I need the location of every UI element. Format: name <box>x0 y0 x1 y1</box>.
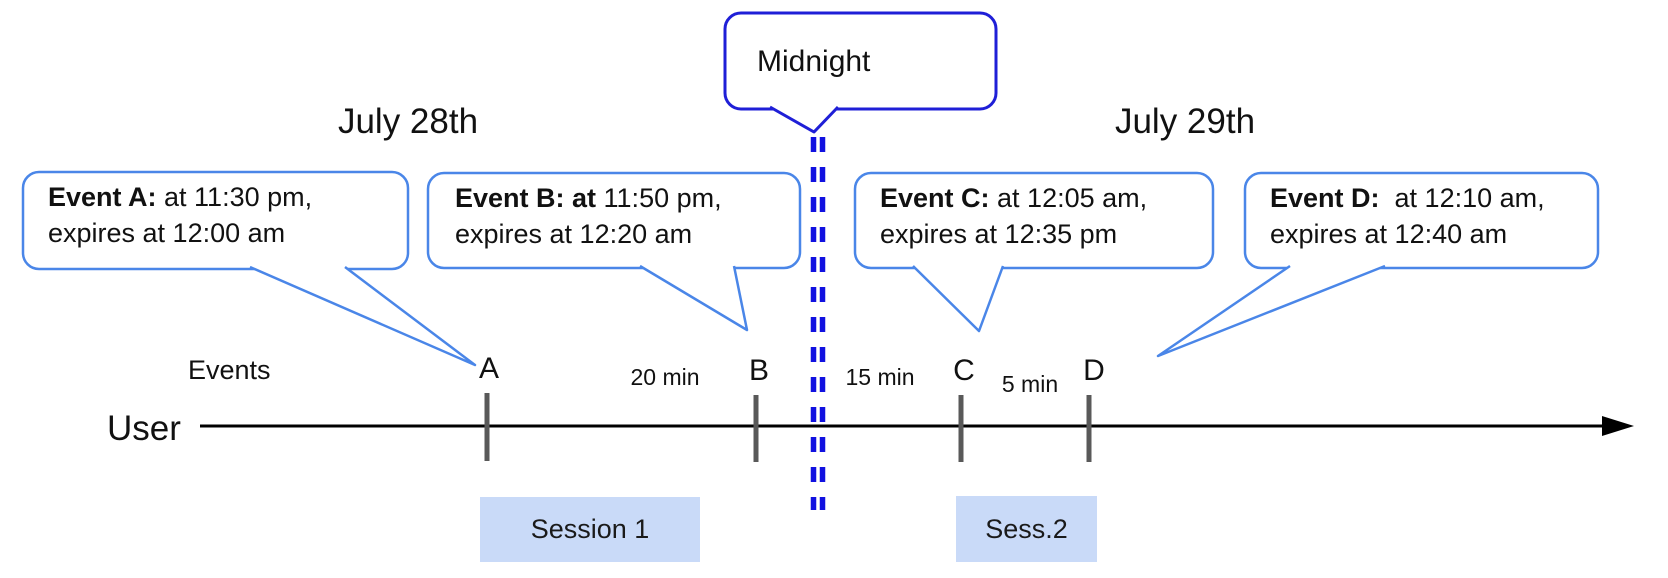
user-timeline-axis <box>200 416 1634 436</box>
event-c-time: at 12:05 am, <box>989 183 1148 213</box>
midnight-divider-dashed-lines <box>810 137 826 510</box>
event-d-callout-bubble <box>1156 171 1600 358</box>
event-d-time: at 12:10 am, <box>1379 183 1545 213</box>
event-d-bubble-box <box>1243 171 1600 270</box>
event-d-line-2: expires at 12:40 am <box>1270 219 1508 249</box>
event-a-time: at 11:30 pm, <box>156 182 313 212</box>
event-a-line-1: Event A: at 11:30 pm, <box>48 179 312 215</box>
tick-label-a: A <box>478 352 500 385</box>
event-b-line-2: expires at 12:20 am <box>455 219 693 249</box>
event-b-line-1: Event B: at 11:50 pm, <box>455 180 722 216</box>
event-c-bubble-tail <box>912 265 1005 333</box>
tick-label-c: C <box>953 354 975 387</box>
interval-label-a-b: 20 min <box>630 364 700 390</box>
events-axis-label: Events <box>188 355 271 385</box>
interval-label-c-d: 5 min <box>1001 371 1059 397</box>
event-a-bubble-tail <box>249 265 477 367</box>
tick-label-d: D <box>1083 354 1105 387</box>
midnight-bubble-label: Midnight <box>757 45 871 78</box>
event-b-bubble-tail <box>639 264 749 332</box>
interval-label-b-c: 15 min <box>845 364 915 390</box>
midnight-bubble-tail <box>769 105 840 134</box>
date-heading-july-29: July 29th <box>1114 102 1256 141</box>
event-a-callout-bubble <box>21 170 477 367</box>
session-1-label: Session 1 <box>530 514 650 544</box>
midnight-bubble-box <box>723 11 998 111</box>
event-c-bubble-box <box>853 171 1215 270</box>
event-b-time: 11:50 pm, <box>596 183 722 213</box>
event-d-bubble-text: Event D: at 12:10 am, expires at 12:40 a… <box>1270 180 1545 252</box>
session-1-box: Session 1 <box>480 497 700 562</box>
midnight-callout-bubble <box>723 11 998 134</box>
arrowhead-icon <box>1602 416 1634 436</box>
user-axis-label: User <box>107 409 181 448</box>
event-d-bubble-tail <box>1156 264 1386 358</box>
event-a-bubble-box <box>21 170 410 271</box>
event-a-line-2: expires at 12:00 am <box>48 218 286 248</box>
event-b-bubble-text: Event B: at 11:50 pm, expires at 12:20 a… <box>455 180 722 252</box>
session-2-box: Sess.2 <box>956 496 1097 562</box>
event-d-title: Event D: <box>1270 183 1380 213</box>
event-c-title: Event C: <box>880 183 990 213</box>
event-b-callout-bubble <box>426 171 802 332</box>
event-tick-marks <box>484 393 1092 462</box>
event-b-title: Event B: at <box>455 183 597 213</box>
event-b-bubble-box <box>426 171 802 270</box>
event-a-bubble-text: Event A: at 11:30 pm, expires at 12:00 a… <box>48 179 312 251</box>
event-a-title: Event A: <box>48 182 157 212</box>
event-c-bubble-text: Event C: at 12:05 am, expires at 12:35 p… <box>880 180 1147 252</box>
event-c-callout-bubble <box>853 171 1215 333</box>
event-c-line-1: Event C: at 12:05 am, <box>880 180 1147 216</box>
event-d-line-1: Event D: at 12:10 am, <box>1270 180 1545 216</box>
session-2-label: Sess.2 <box>985 513 1068 544</box>
date-heading-july-28: July 28th <box>337 102 479 141</box>
event-c-line-2: expires at 12:35 pm <box>880 219 1118 249</box>
tick-label-b: B <box>748 354 770 387</box>
